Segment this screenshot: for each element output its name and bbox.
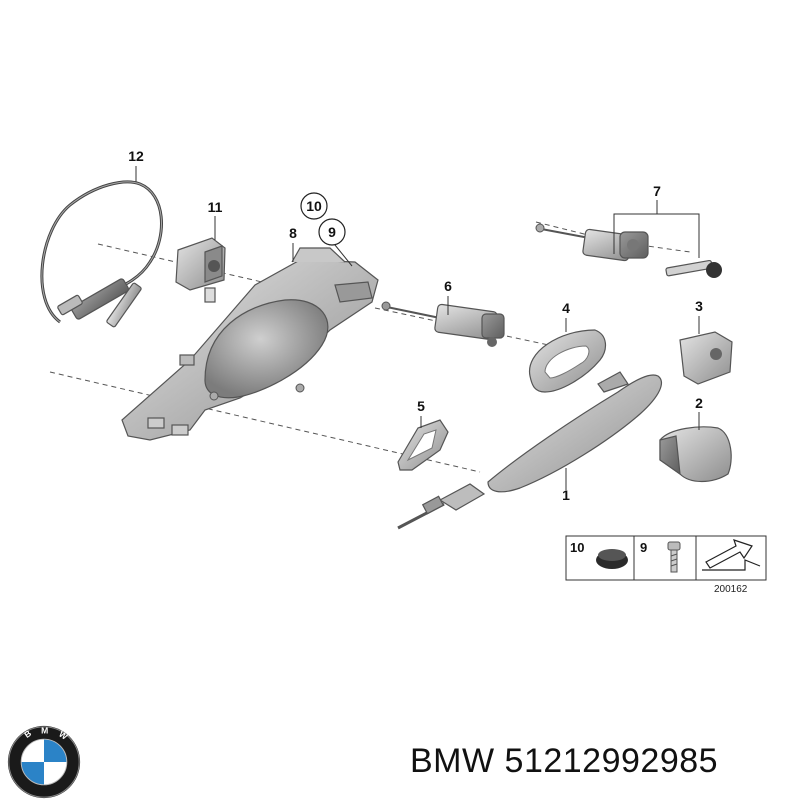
callout-11: 11 [208, 199, 223, 215]
callout-6: 6 [444, 278, 452, 294]
part-11-bracket [175, 237, 226, 291]
svg-text:M: M [41, 726, 48, 736]
brand-name: BMW [410, 742, 495, 780]
callouts: 12 11 8 10 9 6 7 4 3 2 5 1 [128, 148, 703, 503]
part-7-lock-kit [535, 223, 722, 278]
callout-2: 2 [695, 395, 703, 411]
bmw-logo: B M W [7, 726, 81, 799]
legend-9-label: 9 [640, 540, 647, 555]
callout-12: 12 [128, 148, 144, 164]
callout-5: 5 [417, 398, 425, 414]
part-8-carrier [121, 247, 379, 441]
part-number: 51212992985 [504, 742, 719, 780]
part-4-gasket [528, 329, 606, 393]
callout-3: 3 [695, 298, 703, 314]
leader-lines [135, 166, 700, 490]
part-2-cover [659, 426, 732, 483]
diagram-reference: 200162 [714, 584, 748, 595]
part-caption: BMW 51212992985 [410, 742, 718, 781]
cable-part [40, 180, 163, 328]
callout-4: 4 [562, 300, 570, 316]
part-3-cap [679, 331, 733, 385]
callout-9-circle [318, 218, 346, 246]
legend-box: 10 9 200162 [565, 535, 767, 595]
part-1-handle [397, 371, 662, 530]
legend-10-label: 10 [570, 540, 584, 555]
callout-9: 9 [328, 224, 336, 240]
part-6-actuator [381, 301, 505, 347]
callout-1: 1 [562, 487, 570, 503]
screw-icon [667, 541, 681, 573]
arrow-icon [702, 539, 761, 571]
callout-7: 7 [653, 183, 661, 199]
part-5-seal [397, 419, 449, 471]
callout-10: 10 [306, 198, 322, 214]
svg-text:B: B [22, 728, 33, 740]
callout-10-circle [300, 192, 328, 220]
callout-8: 8 [289, 225, 297, 241]
